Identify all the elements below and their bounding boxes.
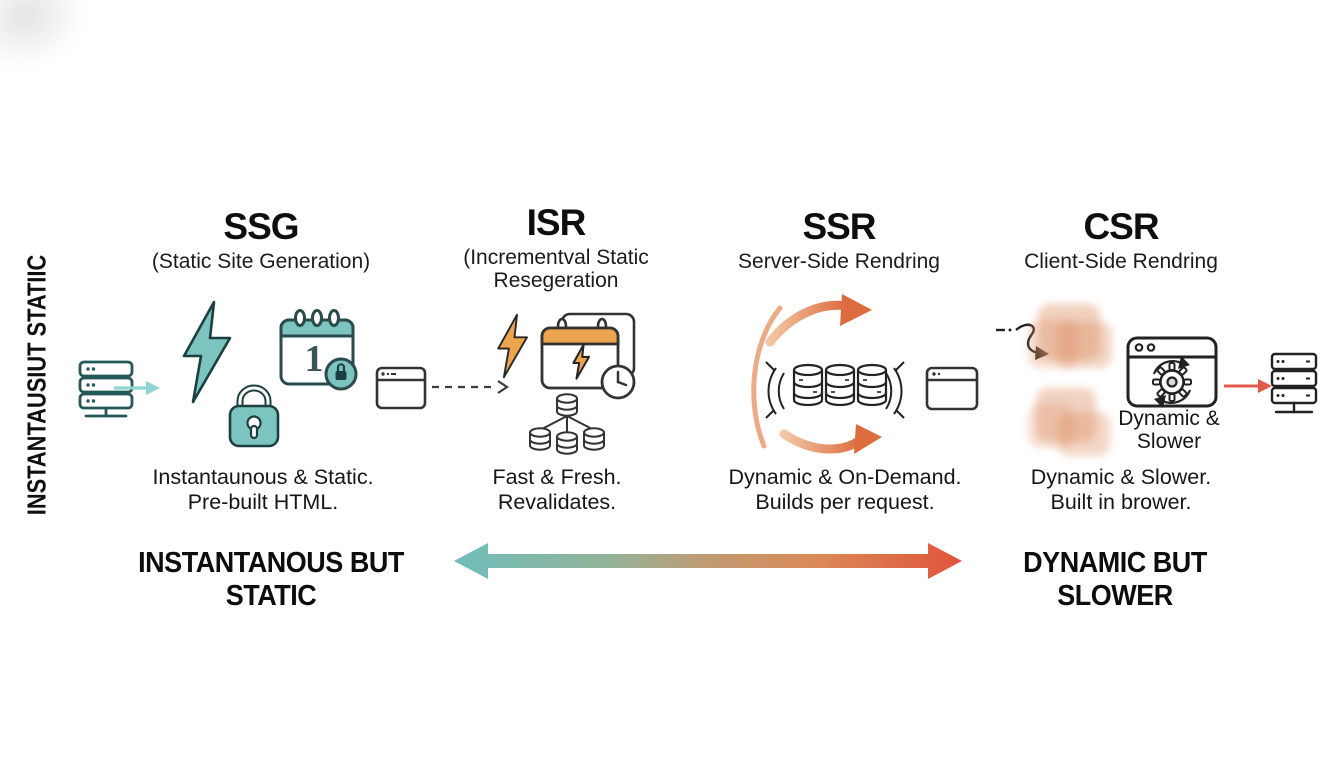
blurred-code-blobs [1028, 296, 1120, 460]
vibration-lines-icon [765, 361, 905, 419]
ssg-caption: Instantaunous & Static. Pre-built HTML. [113, 465, 413, 514]
isr-header: ISR (Incrementval Static Resegeration [416, 204, 696, 292]
ssg-title: SSG [223, 206, 299, 247]
ssr-subtitle: Server-Side Rendring [738, 250, 940, 273]
isr-caption: Fast & Fresh. Revalidates. [407, 465, 707, 514]
calendar-icon: 1 [279, 309, 358, 391]
lightning-bolt-icon [182, 300, 232, 404]
ssr-header: SSR Server-Side Rendring [699, 208, 979, 274]
server-stack-icon [1270, 352, 1318, 414]
csr-browser-caption: Dynamic & Slower [1093, 407, 1245, 453]
spectrum-left-label: INSTANTANOUS BUT STATIC [138, 547, 404, 612]
clock-badge-icon [600, 364, 636, 400]
vertical-axis-label: INSTANTAUSIUT STATIIC [21, 254, 52, 516]
calendar-day-number: 1 [305, 338, 324, 380]
lightning-bolt-icon [497, 313, 528, 379]
padlock-icon [228, 384, 280, 448]
ssg-header: SSG (Static Site Generation) [121, 208, 401, 274]
ssr-caption: Dynamic & On-Demand. Builds per request. [695, 465, 995, 514]
isr-title: ISR [526, 202, 587, 243]
corner-smudge [0, 0, 99, 83]
csr-browser-caption-line2: Slower [1136, 430, 1202, 454]
dashed-arrow-icon [432, 380, 509, 394]
isr-caption-line2: Revalidates. [497, 489, 617, 514]
isr-caption-line1: Fast & Fresh. [492, 465, 622, 489]
csr-caption: Dynamic & Slower. Built in brower. [971, 465, 1271, 514]
ssg-caption-line2: Pre-built HTML. [187, 489, 339, 514]
csr-browser-caption-line1: Dynamic & [1118, 407, 1220, 430]
browser-gear-refresh-icon [1126, 336, 1218, 408]
ssr-caption-line1: Dynamic & On-Demand. [728, 465, 962, 489]
lock-badge-icon [324, 357, 358, 391]
csr-title: CSR [1083, 206, 1159, 247]
csr-caption-line1: Dynamic & Slower. [1030, 465, 1212, 489]
database-cluster-icon [529, 393, 605, 455]
csr-subtitle: Client-Side Rendring [1024, 250, 1218, 273]
ssr-title: SSR [802, 206, 876, 247]
refresh-arrows-icon [1152, 356, 1192, 408]
spectrum-right-label: DYNAMIC BUT SLOWER [1023, 547, 1207, 612]
arrow-right-icon [114, 381, 160, 395]
cycle-arrows-icon [751, 294, 882, 454]
database-row-icon [765, 361, 905, 419]
ssg-subtitle: (Static Site Generation) [151, 250, 371, 273]
calendar-stack-icon [540, 312, 636, 400]
arrow-right-icon [1224, 379, 1272, 393]
ssg-caption-line1: Instantaunous & Static. [152, 465, 374, 489]
gear-icon [1152, 362, 1192, 402]
csr-caption-line2: Built in brower. [1050, 489, 1192, 514]
isr-subtitle: (Incrementval Static Resegeration [463, 246, 649, 292]
browser-window-icon [375, 366, 427, 410]
ssr-caption-line2: Builds per request. [755, 489, 935, 514]
browser-window-icon [925, 366, 979, 411]
csr-header: CSR Client-Side Rendring [981, 208, 1261, 274]
squiggle-arrow-icon [996, 323, 1049, 360]
spectrum-gradient-arrow [454, 543, 962, 579]
